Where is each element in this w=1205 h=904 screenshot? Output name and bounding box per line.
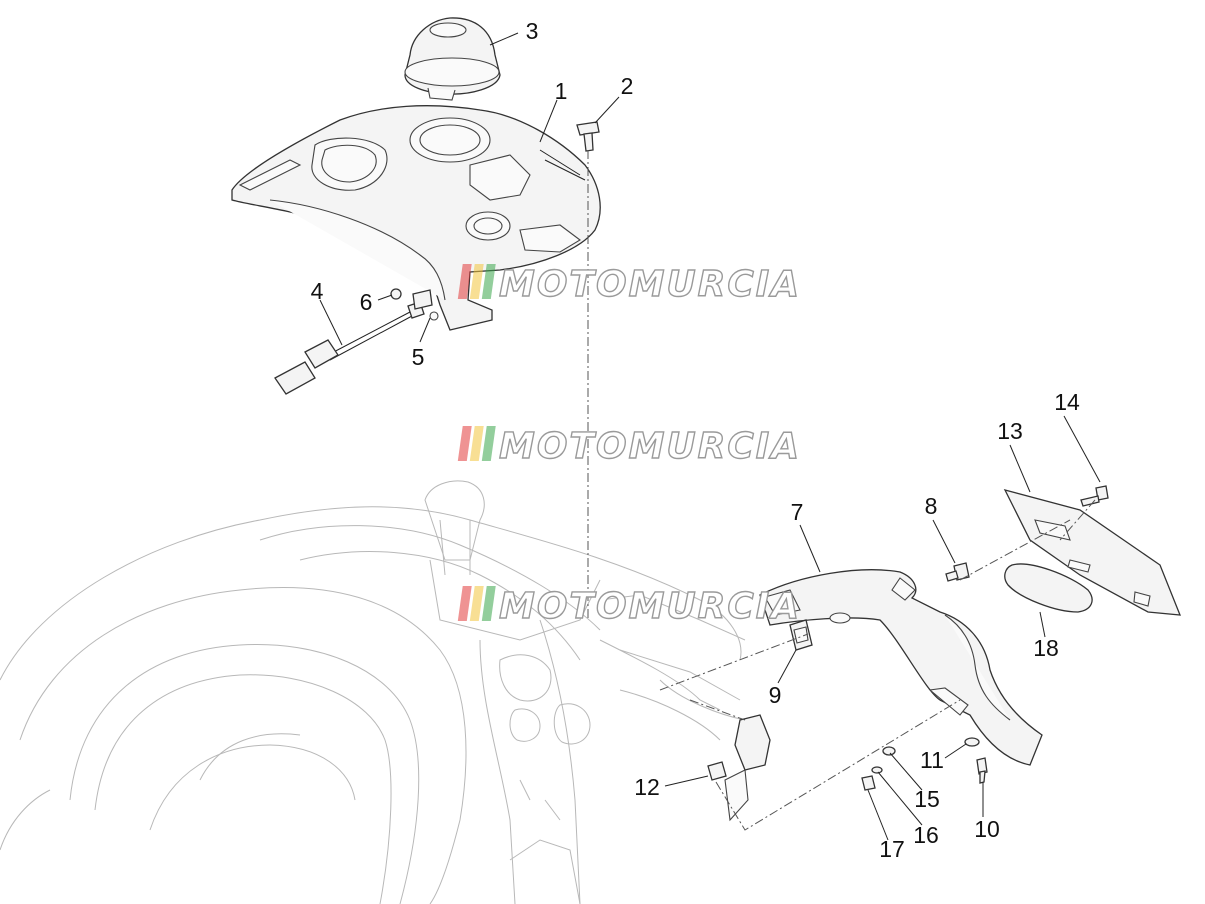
part-2-screw	[576, 121, 600, 152]
callout-12: 12	[634, 774, 660, 800]
callout-2: 2	[621, 73, 634, 99]
callout-10: 10	[974, 816, 1000, 842]
callout-14: 14	[1054, 389, 1080, 415]
part-15-washer	[882, 746, 896, 756]
watermark-text: MOTOMURCIA	[499, 264, 801, 305]
assembly-lines	[587, 150, 1096, 831]
callout-18: 18	[1033, 635, 1059, 661]
callout-9: 9	[769, 682, 782, 708]
part-11-washer	[964, 737, 980, 747]
part-12-clip	[707, 761, 727, 781]
callout-11: 11	[920, 747, 944, 773]
callout-6: 6	[360, 289, 373, 315]
callout-3: 3	[526, 18, 539, 44]
watermark-logo-2: MOTOMURCIA	[457, 425, 801, 468]
callout-15: 15	[914, 786, 940, 812]
callout-1: 1	[555, 78, 568, 104]
watermark-logo-3: MOTOMURCIA	[457, 585, 801, 628]
part-17-nut	[861, 775, 876, 791]
part-14-screw	[1080, 485, 1109, 507]
callout-labels: 1 2 3 4 5 6 7 8 9 10 11 12 13 14 15 16 1…	[311, 18, 1080, 862]
callout-4: 4	[311, 278, 324, 304]
callout-7: 7	[791, 499, 804, 525]
callout-16: 16	[913, 822, 939, 848]
part-7-license-holder	[759, 569, 1043, 766]
watermark-text: MOTOMURCIA	[499, 426, 801, 467]
watermark-text: MOTOMURCIA	[499, 586, 801, 627]
part-5-clip	[412, 289, 439, 321]
part-9-clip	[789, 619, 813, 651]
callout-17: 17	[879, 836, 905, 862]
part-16-washer	[871, 766, 883, 774]
part-10-screw	[976, 757, 988, 784]
rear-light-bracket	[724, 714, 771, 822]
callout-13: 13	[997, 418, 1023, 444]
callout-5: 5	[412, 344, 425, 370]
leader-lines	[319, 32, 1101, 841]
scooter-frame-outline	[0, 480, 761, 904]
watermark-logo-1: MOTOMURCIA	[457, 263, 801, 306]
part-8-screw	[945, 562, 970, 582]
watermark: MOTOMURCIA MOTOMURCIA MOTOMURCIA	[457, 263, 801, 628]
part-4-sensor-cable	[274, 301, 425, 395]
part-18-reflector	[1004, 563, 1093, 613]
callout-8: 8	[925, 493, 938, 519]
part-6-nut	[390, 288, 402, 300]
part-1-rear-cover	[231, 105, 601, 331]
part-3-cap	[404, 17, 501, 101]
